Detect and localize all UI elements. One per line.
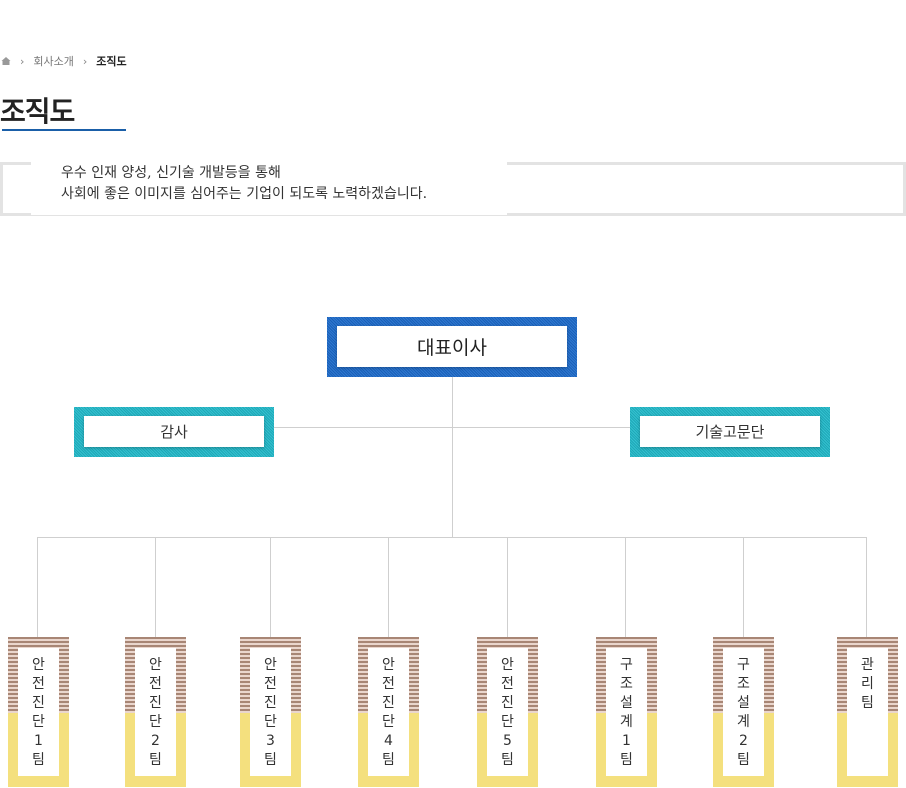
org-node-advisory: 기술고문단 xyxy=(630,407,830,457)
team-char: 안 xyxy=(149,657,162,673)
connector-team-drop xyxy=(270,537,271,637)
team-char: 단 xyxy=(32,714,45,730)
team-char: 조 xyxy=(620,676,633,692)
team-char: 리 xyxy=(861,676,874,692)
org-node-audit: 감사 xyxy=(74,407,274,457)
team-char: 팀 xyxy=(264,752,277,768)
team-label: 안 전 진 단 2 팀 xyxy=(135,648,176,776)
team-char: 계 xyxy=(737,714,750,730)
team-char: 팀 xyxy=(501,752,514,768)
org-node-ceo: 대표이사 xyxy=(327,317,577,377)
connector-team-drop xyxy=(743,537,744,637)
connector-horizontal-side xyxy=(274,427,630,428)
breadcrumb-current: 조직도 xyxy=(96,55,127,68)
connector-vertical-main xyxy=(452,377,453,537)
team-char: 관 xyxy=(861,657,874,673)
team-label: 안 전 진 단 5 팀 xyxy=(487,648,528,776)
team-label: 구 조 설 계 2 팀 xyxy=(723,648,764,776)
org-node-ceo-label: 대표이사 xyxy=(337,326,567,367)
team-char: 전 xyxy=(264,676,277,692)
team-char: 계 xyxy=(620,714,633,730)
team-char: 전 xyxy=(501,676,514,692)
connector-team-drop xyxy=(866,537,867,637)
team-label: 안 전 진 단 3 팀 xyxy=(250,648,291,776)
team-char: 진 xyxy=(501,695,514,711)
team-char: 안 xyxy=(382,657,395,673)
org-node-team: 안 전 진 단 2 팀 xyxy=(125,637,186,787)
team-char: 1 xyxy=(34,733,43,749)
team-char: 단 xyxy=(149,714,162,730)
team-char: 구 xyxy=(737,657,750,673)
connector-team-drop xyxy=(155,537,156,637)
breadcrumb-parent[interactable]: 회사소개 xyxy=(33,55,74,68)
team-char: 팀 xyxy=(149,752,162,768)
intro-box: 우수 인재 양성, 신기술 개발등을 통해 사회에 좋은 이미지를 심어주는 기… xyxy=(0,161,906,216)
connector-team-drop xyxy=(37,537,38,637)
team-char: 2 xyxy=(151,733,160,749)
team-label: 안 전 진 단 1 팀 xyxy=(18,648,59,776)
team-char: 팀 xyxy=(737,752,750,768)
org-node-audit-label: 감사 xyxy=(84,416,264,447)
org-node-team: 안 전 진 단 1 팀 xyxy=(8,637,69,787)
team-char: 팀 xyxy=(620,752,633,768)
org-node-team: 안 전 진 단 3 팀 xyxy=(240,637,301,787)
team-char: 4 xyxy=(384,733,393,749)
connector-team-drop xyxy=(388,537,389,637)
team-char: 진 xyxy=(32,695,45,711)
team-char: 진 xyxy=(382,695,395,711)
team-char: 안 xyxy=(32,657,45,673)
team-char: 전 xyxy=(32,676,45,692)
page-title: 조직도 xyxy=(0,95,75,128)
team-char: 단 xyxy=(501,714,514,730)
org-node-team: 안 전 진 단 5 팀 xyxy=(477,637,538,787)
team-char: 2 xyxy=(739,733,748,749)
title-underline xyxy=(2,129,126,131)
team-char: 팀 xyxy=(382,752,395,768)
team-char: 진 xyxy=(149,695,162,711)
chevron-right-icon: › xyxy=(20,54,25,68)
org-node-team: 구 조 설 계 1 팀 xyxy=(596,637,657,787)
team-char: 조 xyxy=(737,676,750,692)
breadcrumb: › 회사소개 › 조직도 xyxy=(0,53,127,69)
team-char: 구 xyxy=(620,657,633,673)
team-char: 3 xyxy=(266,733,275,749)
connector-horizontal-teams xyxy=(37,537,867,538)
team-char: 설 xyxy=(620,695,633,711)
connector-team-drop xyxy=(507,537,508,637)
org-node-advisory-label: 기술고문단 xyxy=(640,416,820,447)
intro-line-1: 우수 인재 양성, 신기술 개발등을 통해 xyxy=(61,165,281,181)
org-node-team: 관 리 팀 xyxy=(837,637,898,787)
team-char: 설 xyxy=(737,695,750,711)
chevron-right-icon: › xyxy=(82,54,88,68)
team-char: 안 xyxy=(264,657,277,673)
team-char: 5 xyxy=(503,733,512,749)
org-node-team: 안 전 진 단 4 팀 xyxy=(358,637,419,787)
org-node-team: 구 조 설 계 2 팀 xyxy=(713,637,774,787)
team-char: 전 xyxy=(382,676,395,692)
team-char: 단 xyxy=(264,714,277,730)
home-icon[interactable] xyxy=(1,56,11,66)
team-char: 안 xyxy=(501,657,514,673)
team-char: 진 xyxy=(264,695,277,711)
team-char: 단 xyxy=(382,714,395,730)
team-char: 1 xyxy=(622,733,631,749)
team-char: 팀 xyxy=(861,695,874,711)
team-label: 안 전 진 단 4 팀 xyxy=(368,648,409,776)
connector-team-drop xyxy=(625,537,626,637)
team-char: 팀 xyxy=(32,752,45,768)
intro-text: 우수 인재 양성, 신기술 개발등을 통해 사회에 좋은 이미지를 심어주는 기… xyxy=(31,161,507,215)
intro-line-2: 사회에 좋은 이미지를 심어주는 기업이 되도록 노력하겠습니다. xyxy=(61,186,428,202)
team-label: 관 리 팀 xyxy=(847,648,888,776)
team-char: 전 xyxy=(149,676,162,692)
team-label: 구 조 설 계 1 팀 xyxy=(606,648,647,776)
